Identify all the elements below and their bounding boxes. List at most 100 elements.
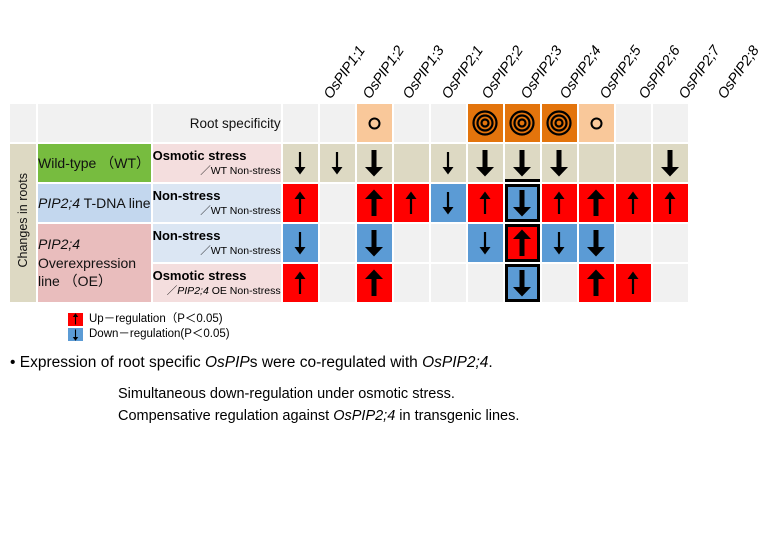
expression-cell — [652, 184, 688, 222]
arrow-down-icon — [431, 184, 466, 222]
condition-cell: Non-stress／WT Non-stress — [152, 184, 281, 222]
expression-cell — [393, 184, 429, 222]
expression-cell — [467, 264, 503, 302]
legend: Up－regulation（P＜0.05) Down－regulation(P＜0… — [68, 312, 230, 343]
arrow-down-icon — [357, 144, 392, 182]
root-specificity-label: Root specificity — [152, 104, 281, 142]
arrow-down-icon — [468, 224, 503, 262]
note-sub2-end: in transgenic lines. — [395, 408, 520, 424]
expression-cell — [615, 264, 651, 302]
arrow-down-icon — [283, 144, 318, 182]
table-header-row: Root specificity — [10, 104, 688, 142]
arrow-up-icon — [505, 224, 540, 262]
root-specificity-cell — [430, 104, 466, 142]
note-sub2-prefix: Compensative regulation against — [118, 408, 334, 424]
condition-reference: ／WT Non-stress — [200, 164, 281, 177]
note-italic-ospip: OsPIP — [204, 354, 250, 371]
arrow-down-icon — [283, 224, 318, 262]
genotype-oe-line2: Overexpression — [38, 254, 137, 271]
concentric-circles-icon — [468, 104, 503, 142]
arrow-down-icon — [505, 264, 540, 302]
expression-cell — [319, 224, 355, 262]
arrow-up-icon — [283, 184, 318, 222]
expression-cell — [393, 264, 429, 302]
root-specificity-cell — [393, 104, 429, 142]
legend-label: Down－regulation(P＜0.05) — [89, 328, 230, 341]
expression-cell — [541, 264, 577, 302]
expression-cell — [282, 224, 318, 262]
expression-cell — [578, 144, 614, 182]
expression-cell — [282, 184, 318, 222]
arrow-down-icon — [505, 184, 540, 222]
genotype-label-oe: PIP2;4 Overexpression line （OE） — [38, 224, 151, 302]
expression-cell — [282, 264, 318, 302]
arrow-down-icon — [68, 328, 83, 341]
table-row-oe-nonstress: PIP2;4 Overexpression line （OE） Non-stre… — [10, 224, 688, 302]
arrow-up-icon — [468, 184, 503, 222]
circle-icon — [357, 104, 392, 142]
arrow-up-icon — [542, 184, 577, 222]
table-row-wt-osmotic: Changes in roots Wild-type （WT） Osmotic … — [10, 144, 688, 302]
arrow-down-icon — [468, 144, 503, 182]
arrow-up-icon — [283, 264, 318, 302]
expression-cell — [467, 224, 503, 262]
note-end: . — [488, 354, 493, 371]
expression-cell — [430, 144, 466, 182]
expression-matrix-table: Root specificity Changes in roots Wild-t… — [8, 102, 690, 304]
root-specificity-cell — [504, 104, 540, 142]
expression-cell — [615, 224, 651, 262]
arrow-up-icon — [357, 184, 392, 222]
expression-cell — [578, 224, 614, 262]
legend-down-swatch — [68, 328, 83, 342]
arrow-up-icon — [579, 184, 614, 222]
note-bullet-main: • Expression of root specific OsPIPs wer… — [10, 354, 493, 372]
legend-item: Down－regulation(P＜0.05) — [68, 327, 230, 342]
expression-cell — [578, 264, 614, 302]
expression-cell — [467, 144, 503, 182]
genotype-oe-line3: line （OE） — [38, 273, 112, 290]
header-corner-genotype — [38, 104, 151, 142]
expression-cell — [504, 224, 540, 262]
arrow-up-icon — [616, 184, 651, 222]
condition-title: Non-stress — [152, 228, 221, 243]
expression-cell — [430, 264, 466, 302]
expression-cell — [467, 184, 503, 222]
genotype-rest: T-DNA line — [80, 194, 151, 211]
genotype-label-wild-type: Wild-type （WT） — [38, 144, 151, 182]
expression-cell — [652, 224, 688, 262]
expression-cell — [615, 184, 651, 222]
arrow-down-icon — [431, 144, 466, 182]
note-sub-1: Simultaneous down-regulation under osmot… — [118, 386, 455, 402]
legend-label: Up－regulation（P＜0.05) — [89, 313, 223, 325]
arrow-down-icon — [357, 224, 392, 262]
arrow-down-icon — [653, 144, 688, 182]
expression-cell — [430, 224, 466, 262]
expression-cell — [652, 264, 688, 302]
arrow-up-icon — [68, 313, 83, 326]
expression-cell — [282, 144, 318, 182]
legend-item: Up－regulation（P＜0.05) — [68, 312, 230, 326]
expression-cell — [356, 264, 392, 302]
expression-cell — [615, 144, 651, 182]
condition-reference: ／WT Non-stress — [200, 204, 281, 217]
expression-cell — [319, 184, 355, 222]
condition-title: Non-stress — [152, 188, 221, 203]
arrow-up-icon — [616, 264, 651, 302]
expression-cell — [356, 144, 392, 182]
arrow-down-icon — [542, 144, 577, 182]
arrow-down-icon — [505, 144, 540, 182]
expression-cell — [541, 144, 577, 182]
note-mid: s were co-regulated with — [249, 354, 423, 371]
expression-cell — [393, 224, 429, 262]
expression-cell — [356, 184, 392, 222]
condition-cell: Non-stress／WT Non-stress — [152, 224, 281, 262]
condition-reference: ／WT Non-stress — [200, 244, 281, 257]
arrow-down-icon — [542, 224, 577, 262]
condition-title: Osmotic stress — [152, 148, 247, 163]
expression-cell — [541, 184, 577, 222]
root-specificity-cell — [319, 104, 355, 142]
condition-cell: Osmotic stress／WT Non-stress — [152, 144, 281, 182]
expression-cell — [578, 184, 614, 222]
header-corner-sidelabel — [10, 104, 36, 142]
